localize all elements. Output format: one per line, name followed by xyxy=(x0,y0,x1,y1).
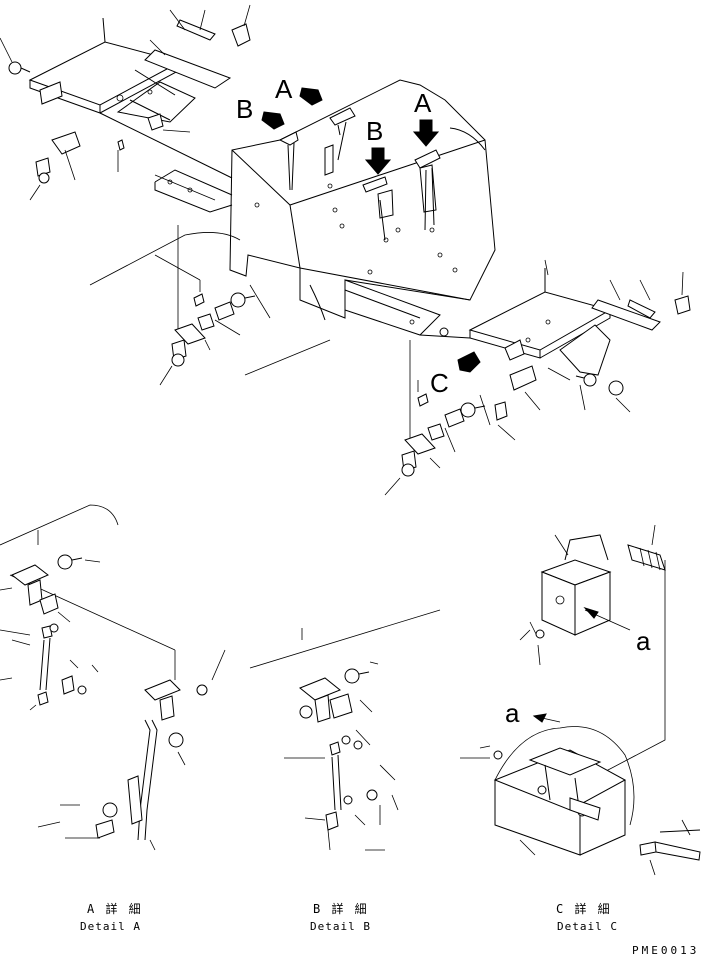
detail-b-caption-jp: B 詳 細 xyxy=(313,901,369,916)
detail-a-caption-en: Detail A xyxy=(80,920,141,933)
view-arrow-a-left: A xyxy=(275,74,323,106)
left-armrest-assembly xyxy=(0,4,251,213)
detail-c-caption-en: Detail C xyxy=(557,920,618,933)
detail-c-view: a a C 詳 細 Detail C xyxy=(460,524,701,933)
pointer-a-upper: a xyxy=(583,606,651,656)
view-arrow-c: C xyxy=(430,351,481,398)
view-arrow-a-right: A xyxy=(412,88,440,147)
svg-text:A: A xyxy=(414,88,432,118)
view-arrow-b-right: B xyxy=(364,116,392,175)
svg-text:B: B xyxy=(236,94,253,124)
right-armrest-assembly xyxy=(344,259,691,441)
view-arrow-b-left: B xyxy=(236,94,285,130)
svg-text:a: a xyxy=(636,626,651,656)
detail-b-view: B 詳 細 Detail B xyxy=(249,609,441,933)
svg-text:A: A xyxy=(275,74,293,104)
detail-a-caption-jp: A 詳 細 xyxy=(87,901,143,916)
detail-a-view: A 詳 細 Detail A xyxy=(0,504,226,933)
svg-text:a: a xyxy=(505,698,520,728)
drawing-code: PME0013 xyxy=(632,944,699,957)
left-pivot-cluster xyxy=(159,225,271,386)
detail-b-caption-en: Detail B xyxy=(310,920,371,933)
svg-text:C: C xyxy=(430,368,449,398)
pointer-a-lower: a xyxy=(505,698,561,728)
detail-c-caption-jp: C 詳 細 xyxy=(556,901,612,916)
right-pivot-cluster xyxy=(384,340,491,496)
svg-text:B: B xyxy=(366,116,383,146)
